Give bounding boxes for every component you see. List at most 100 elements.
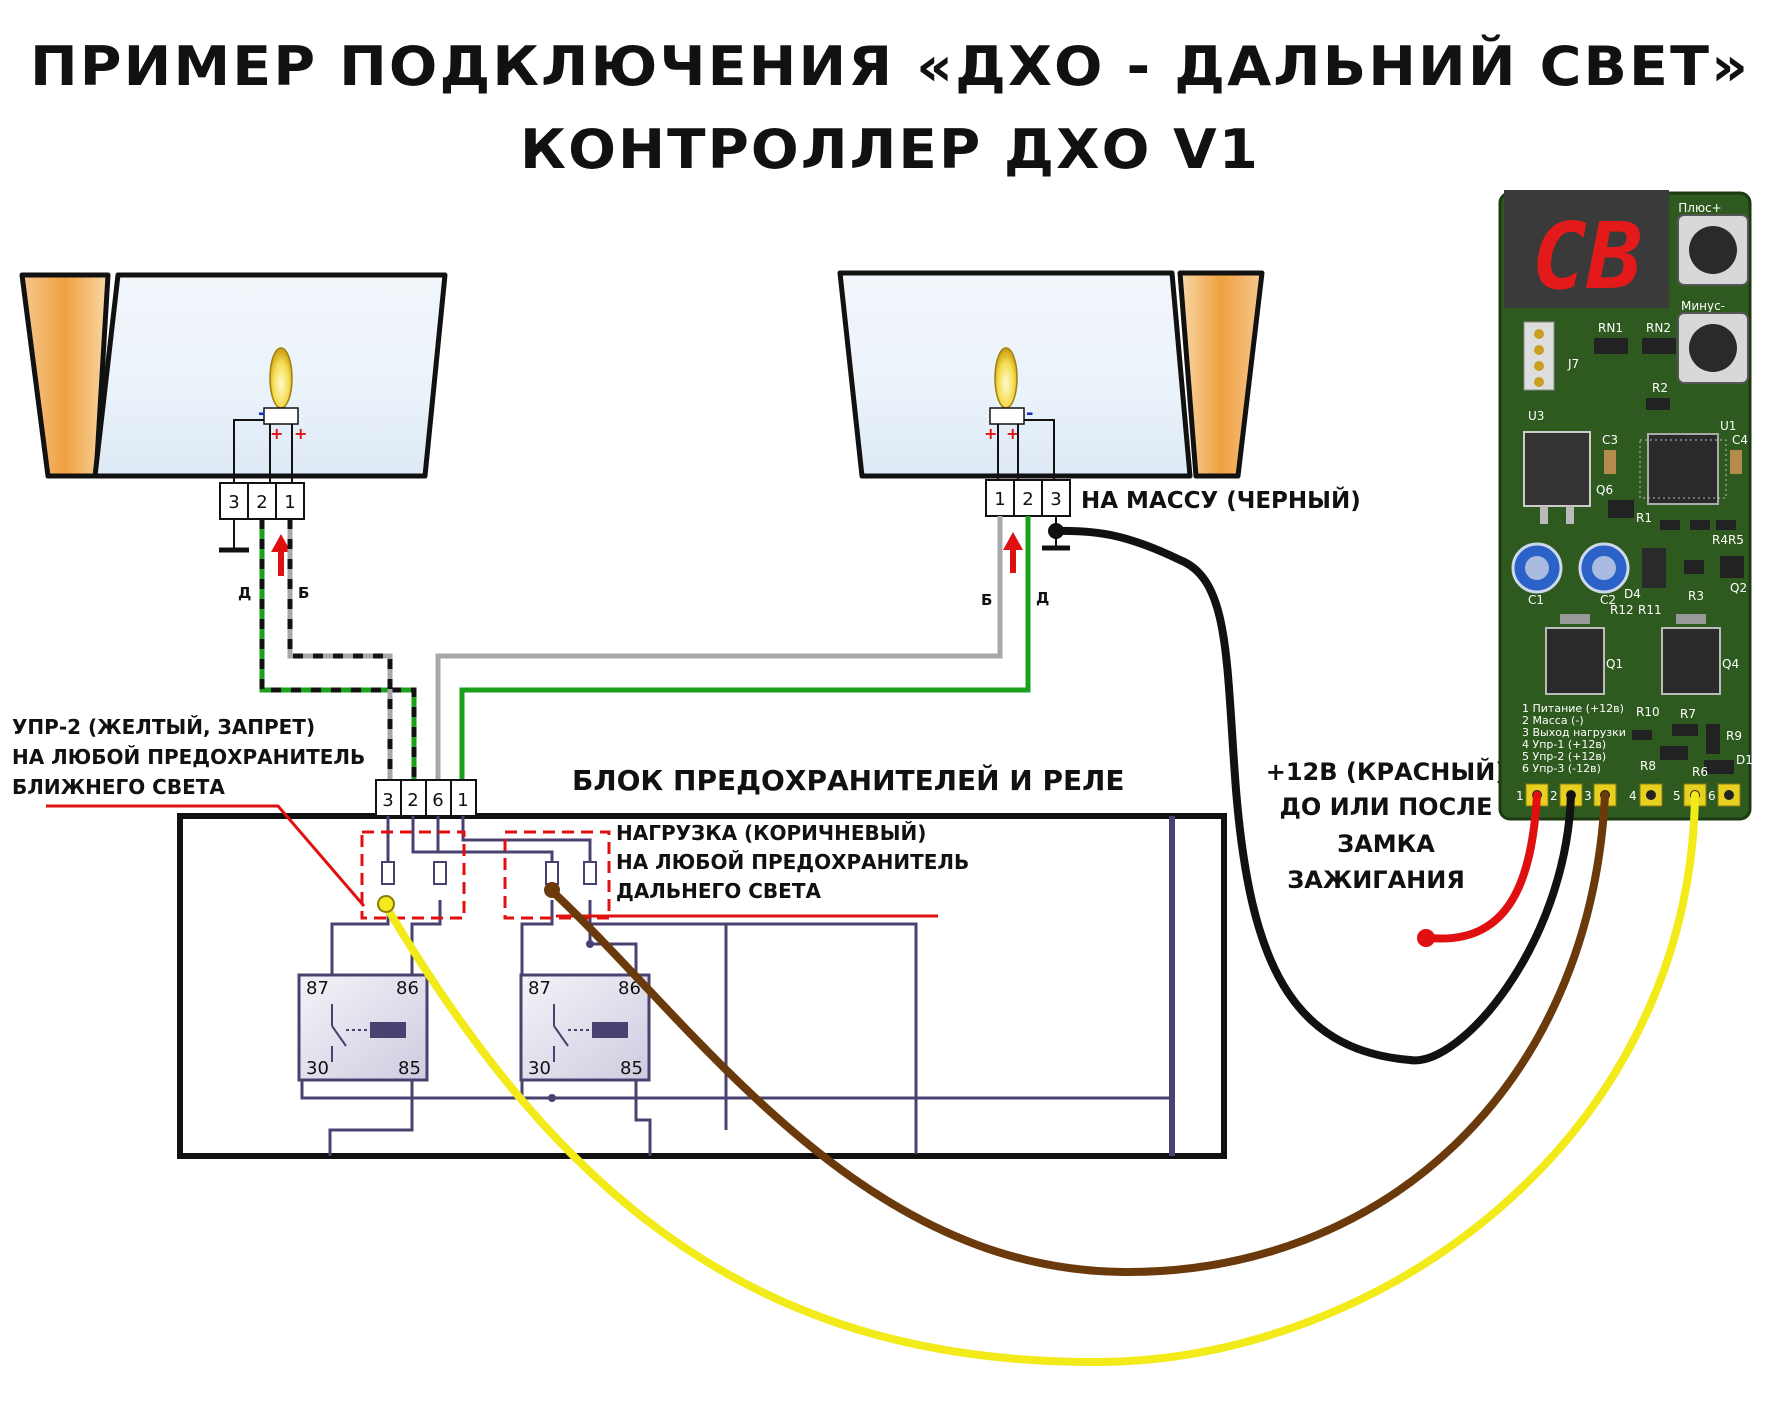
right-connector-pin: 2 — [1022, 489, 1033, 510]
part-label: R11 — [1638, 603, 1662, 617]
legend-item: 3 Выход нагрузки — [1522, 726, 1626, 739]
rn1-chip — [1594, 338, 1628, 354]
legend-item: 2 Масса (-) — [1522, 714, 1584, 727]
relay-pin: 85 — [398, 1058, 421, 1079]
part-label: R6 — [1692, 765, 1708, 779]
upr2-line: БЛИЖНЕГО СВЕТА — [12, 775, 225, 799]
fuse-block-title: БЛОК ПРЕДОХРАНИТЕЛЕЙ И РЕЛЕ — [572, 763, 1125, 797]
wire-brown-load — [548, 791, 1609, 1277]
relay-pin: 86 — [396, 978, 419, 999]
power-line: ДО ИЛИ ПОСЛЕ — [1279, 793, 1492, 821]
relay-pin: 85 — [620, 1058, 643, 1079]
terminal-number: 4 — [1629, 789, 1637, 803]
display-value: CB — [1532, 203, 1643, 310]
fuse-icon — [583, 861, 597, 885]
part-label: R2 — [1652, 381, 1668, 395]
d4-diode — [1642, 548, 1666, 588]
part-label: C4 — [1732, 433, 1748, 447]
part-label: C3 — [1602, 433, 1618, 447]
q4-mosfet — [1661, 627, 1721, 695]
terminal-number: 1 — [1516, 789, 1524, 803]
part-label: U1 — [1720, 419, 1736, 433]
right-wire-label-b: Б — [981, 591, 992, 609]
part-label: R8 — [1640, 759, 1656, 773]
button-minus-label: Минус- — [1681, 299, 1725, 313]
part-label: Q6 — [1596, 483, 1613, 497]
part-label: RN2 — [1646, 321, 1671, 335]
relay-pin: 87 — [306, 978, 329, 999]
load-line: ДАЛЬНЕГО СВЕТА — [616, 879, 821, 903]
fuse-icon — [545, 861, 559, 885]
left-current-arrow-icon — [271, 534, 291, 576]
power-annotation: +12В (КРАСНЫЙ) ДО ИЛИ ПОСЛЕ ЗАМКА ЗАЖИГА… — [1266, 757, 1507, 894]
c2-capacitor-icon — [1578, 542, 1630, 594]
part-label: RN1 — [1598, 321, 1623, 335]
left-connector-pin: 2 — [256, 492, 267, 513]
right-polarity-plus-1: + — [984, 424, 997, 443]
part-label: D4 — [1624, 587, 1641, 601]
controller-wires — [377, 526, 1699, 1367]
rn2-chip — [1642, 338, 1676, 354]
part-label: D1 — [1736, 753, 1753, 767]
part-label: R9 — [1726, 729, 1742, 743]
right-connector-pin: 3 — [1050, 489, 1061, 510]
fuse-relay-block: БЛОК ПРЕДОХРАНИТЕЛЕЙ И РЕЛЕ 3 2 6 1 — [177, 763, 1227, 1159]
right-connector-pin: 1 — [994, 489, 1005, 510]
right-turn-signal-lens — [1177, 270, 1265, 479]
minus-button[interactable] — [1677, 312, 1749, 384]
wire-red-power — [1426, 791, 1541, 943]
c1-capacitor-icon — [1511, 542, 1563, 594]
fuse-connector-pin: 1 — [457, 790, 468, 811]
relay-2: 87 86 30 85 — [519, 973, 651, 1082]
relay-coil-icon — [370, 1022, 406, 1038]
part-label: R4R5 — [1712, 533, 1744, 547]
upr2-line: НА ЛЮБОЙ ПРЕДОХРАНИТЕЛЬ — [12, 745, 365, 769]
left-wire-label-b: Б — [298, 584, 309, 602]
legend-item: 4 Упр-1 (+12в) — [1522, 738, 1606, 751]
left-headlight-connector: 3 2 1 — [219, 482, 305, 520]
right-current-arrow-icon — [1003, 532, 1023, 573]
title-line-2: КОНТРОЛЛЕР ДХО V1 — [520, 118, 1260, 181]
load-annotation: НАГРУЗКА (КОРИЧНЕВЫЙ) НА ЛЮБОЙ ПРЕДОХРАН… — [556, 821, 969, 918]
fuse-connector-pin: 6 — [432, 790, 443, 811]
right-bulb-flame-icon — [994, 347, 1018, 409]
relay-pin: 30 — [306, 1058, 329, 1079]
left-turn-signal-lens — [19, 272, 111, 479]
ground-label: НА МАССУ (ЧЕРНЫЙ) — [1081, 486, 1361, 514]
left-polarity-plus-1: + — [270, 424, 283, 443]
terminal-number: 6 — [1708, 789, 1716, 803]
right-headlight-connector: 1 2 3 — [985, 479, 1071, 517]
pin-legend: 1 Питание (+12в) 2 Масса (-) 3 Выход наг… — [1522, 702, 1626, 775]
fuse-block-connector: 3 2 6 1 — [375, 779, 477, 817]
right-headlight: + + - 1 2 3 Б Д НА МАССУ (ЧЕРНЫЙ) — [837, 270, 1361, 609]
fuse-group-high-beam — [503, 830, 611, 920]
right-polarity-minus: - — [1026, 403, 1033, 424]
load-line: НА ЛЮБОЙ ПРЕДОХРАНИТЕЛЬ — [616, 850, 969, 874]
relay-coil-icon — [592, 1022, 628, 1038]
u1-microcontroller — [1647, 433, 1719, 505]
left-headlight: - + + 3 2 1 Д Б — [19, 272, 448, 602]
right-wire-label-d: Д — [1036, 589, 1049, 607]
fuse-icon — [433, 861, 447, 885]
fuse-connector-pin: 3 — [382, 790, 393, 811]
part-label: Q4 — [1722, 657, 1739, 671]
relay-pin: 86 — [618, 978, 641, 999]
upr2-line: УПР-2 (ЖЕЛТЫЙ, ЗАПРЕТ) — [12, 715, 315, 739]
relay-pin: 30 — [528, 1058, 551, 1079]
part-label: R7 — [1680, 707, 1696, 721]
q1-mosfet — [1545, 627, 1605, 695]
part-label: C2 — [1600, 593, 1616, 607]
plus-button[interactable] — [1677, 214, 1749, 286]
right-bulb-base — [989, 407, 1025, 425]
upr2-annotation: УПР-2 (ЖЕЛТЫЙ, ЗАПРЕТ) НА ЛЮБОЙ ПРЕДОХРА… — [12, 715, 365, 907]
part-label: R1 — [1636, 511, 1652, 525]
fuse-icon — [381, 861, 395, 885]
power-line: +12В (КРАСНЫЙ) — [1266, 757, 1507, 786]
part-label: U3 — [1528, 409, 1544, 423]
power-line: ЗАМКА — [1337, 830, 1435, 858]
part-label: R12 — [1610, 603, 1634, 617]
power-line: ЗАЖИГАНИЯ — [1287, 866, 1465, 894]
left-polarity-plus-2: + — [294, 424, 307, 443]
left-connector-pin: 1 — [284, 492, 295, 513]
